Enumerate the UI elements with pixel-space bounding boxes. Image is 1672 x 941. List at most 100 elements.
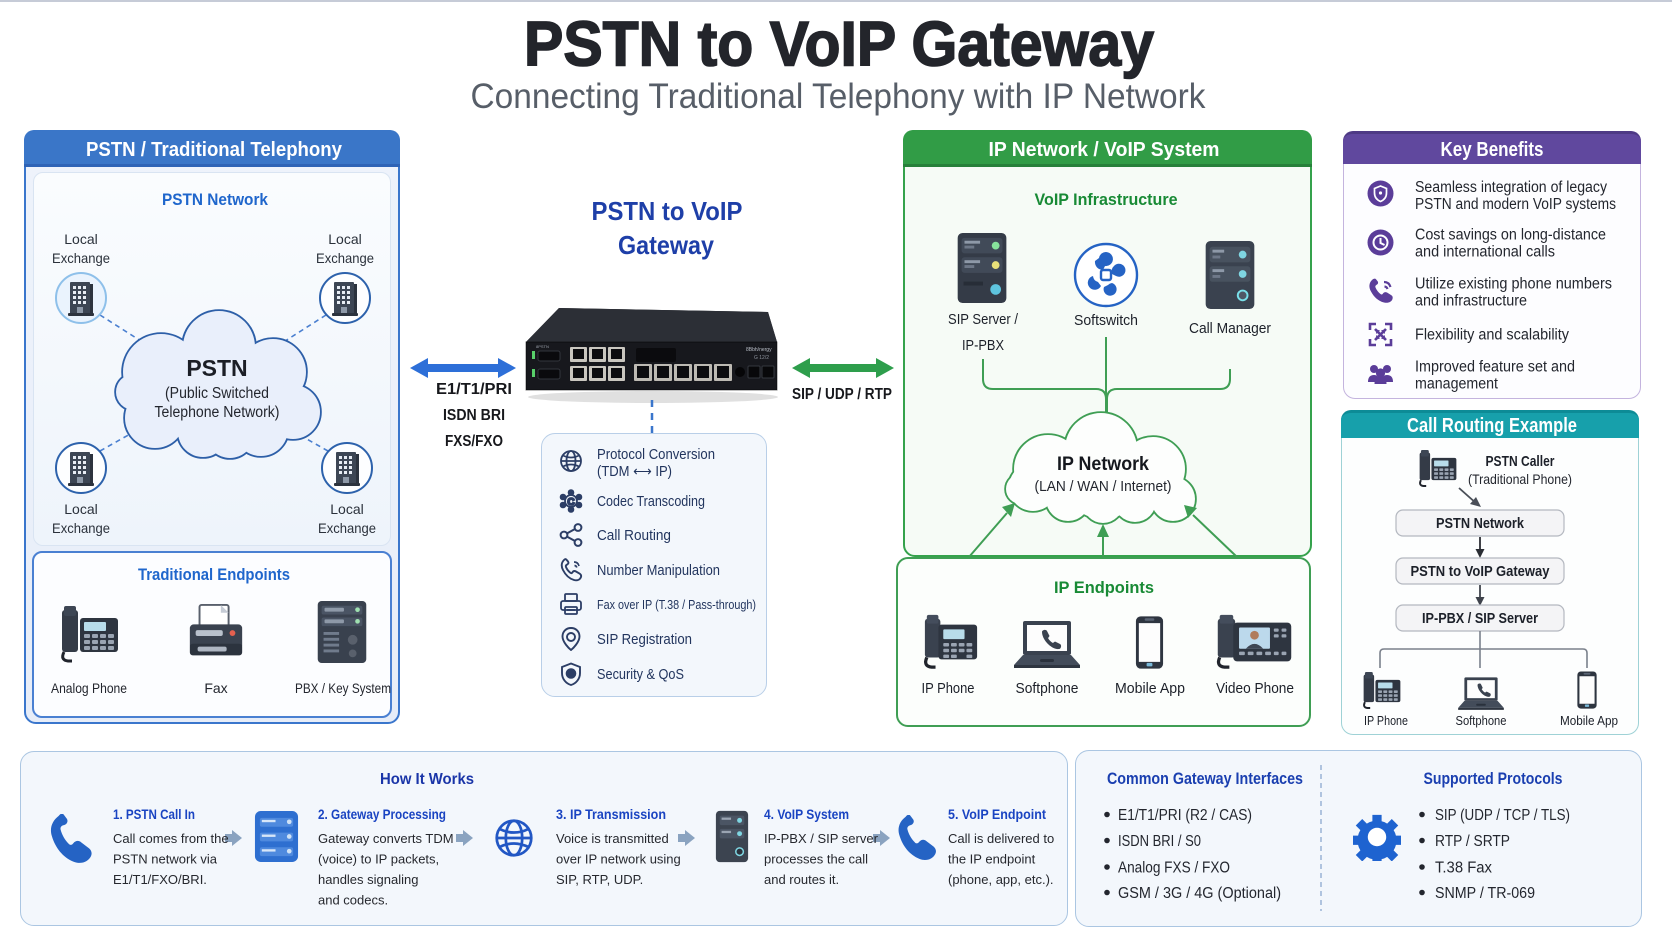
svg-text:E1/T1/PRI: E1/T1/PRI <box>436 381 512 398</box>
svg-text:GSM / 3G / 4G (Optional): GSM / 3G / 4G (Optional) <box>1118 885 1281 902</box>
svg-text:SIP (UDP / TCP / TLS): SIP (UDP / TCP / TLS) <box>1435 807 1570 824</box>
svg-text:Fax over IP (T.38 / Pass-throu: Fax over IP (T.38 / Pass-through) <box>597 598 756 612</box>
svg-text:handles signaling: handles signaling <box>318 872 418 887</box>
svg-text:Mobile App: Mobile App <box>1560 713 1618 728</box>
svg-text:Call Routing Example: Call Routing Example <box>1407 415 1577 437</box>
svg-text:Seamless integration of legacy: Seamless integration of legacy <box>1415 179 1607 196</box>
svg-text:Telephone Network): Telephone Network) <box>155 404 280 421</box>
svg-text:ISDN BRI: ISDN BRI <box>443 407 505 424</box>
svg-text:(voice) to IP packets,: (voice) to IP packets, <box>318 852 439 867</box>
svg-text:PSTN to VoIP Gateway: PSTN to VoIP Gateway <box>524 10 1154 80</box>
svg-text:SNMP / TR-069: SNMP / TR-069 <box>1435 885 1535 902</box>
svg-text:Exchange: Exchange <box>316 250 374 266</box>
svg-text:Softphone: Softphone <box>1456 713 1507 728</box>
svg-text:VoIP Infrastructure: VoIP Infrastructure <box>1035 190 1178 209</box>
svg-text:1. PSTN Call In: 1. PSTN Call In <box>113 806 195 822</box>
svg-text:3. IP Transmission: 3. IP Transmission <box>556 806 666 822</box>
svg-text:Exchange: Exchange <box>318 520 376 536</box>
svg-text:4. VoIP System: 4. VoIP System <box>764 806 849 822</box>
svg-text:RTP / SRTP: RTP / SRTP <box>1435 833 1510 850</box>
svg-text:G 12/2: G 12/2 <box>754 355 769 361</box>
svg-text:IP Network: IP Network <box>1057 454 1149 475</box>
svg-text:Gateway converts TDM: Gateway converts TDM <box>318 831 454 846</box>
svg-text:(Traditional Phone): (Traditional Phone) <box>1468 471 1572 487</box>
svg-text:(LAN / WAN / Internet): (LAN / WAN / Internet) <box>1035 479 1172 495</box>
svg-text:SIP Registration: SIP Registration <box>597 632 692 648</box>
svg-text:PSTN to VoIP: PSTN to VoIP <box>592 196 743 226</box>
svg-text:Fax: Fax <box>204 680 227 696</box>
svg-text:E1/T1/FXO/BRI.: E1/T1/FXO/BRI. <box>113 872 207 887</box>
svg-text:Supported Protocols: Supported Protocols <box>1424 770 1563 788</box>
svg-text:Voice is transmitted: Voice is transmitted <box>556 831 669 846</box>
svg-text:(TDM ⟷ IP): (TDM ⟷ IP) <box>597 464 672 480</box>
svg-text:PSTN Caller: PSTN Caller <box>1486 453 1555 470</box>
svg-text:PSTN network via: PSTN network via <box>113 852 218 867</box>
svg-text:Local: Local <box>64 231 97 247</box>
svg-text:PSTN Network: PSTN Network <box>162 190 268 209</box>
svg-text:How It Works: How It Works <box>380 771 474 788</box>
svg-text:Protocol Conversion: Protocol Conversion <box>597 447 715 463</box>
svg-text:8PSTN: 8PSTN <box>536 344 549 349</box>
svg-text:and international calls: and international calls <box>1415 244 1555 261</box>
svg-text:PSTN to VoIP Gateway: PSTN to VoIP Gateway <box>1411 563 1551 580</box>
svg-text:SIP / UDP / RTP: SIP / UDP / RTP <box>792 386 892 403</box>
svg-text:PSTN: PSTN <box>186 355 247 381</box>
svg-text:Call Manager: Call Manager <box>1189 320 1271 337</box>
svg-text:Local: Local <box>330 501 363 517</box>
svg-text:Improved feature set and: Improved feature set and <box>1415 359 1575 376</box>
svg-text:IP Endpoints: IP Endpoints <box>1054 578 1154 597</box>
svg-text:Cost savings on long-distance: Cost savings on long-distance <box>1415 227 1606 244</box>
svg-text:and codecs.: and codecs. <box>318 893 388 908</box>
svg-text:Softswitch: Softswitch <box>1074 312 1138 329</box>
svg-text:IP Phone: IP Phone <box>922 681 975 697</box>
svg-text:(Public Switched: (Public Switched <box>165 385 269 402</box>
svg-text:2. Gateway Processing: 2. Gateway Processing <box>318 806 446 822</box>
svg-text:PSTN / Traditional Telephony: PSTN / Traditional Telephony <box>86 139 343 161</box>
svg-text:Connecting Traditional Telepho: Connecting Traditional Telephony with IP… <box>471 77 1206 116</box>
svg-text:processes the call: processes the call <box>764 852 868 867</box>
svg-text:Softphone: Softphone <box>1016 681 1079 697</box>
svg-text:and infrastructure: and infrastructure <box>1415 293 1527 310</box>
svg-text:8Bbh/nergy: 8Bbh/nergy <box>746 347 772 353</box>
svg-text:SIP, RTP, UDP.: SIP, RTP, UDP. <box>556 872 643 887</box>
svg-text:Number Manipulation: Number Manipulation <box>597 563 720 579</box>
svg-text:Analog Phone: Analog Phone <box>51 680 127 696</box>
svg-text:IP Network / VoIP System: IP Network / VoIP System <box>989 139 1220 161</box>
svg-text:IP-PBX / SIP server: IP-PBX / SIP server <box>764 831 879 846</box>
svg-text:Call comes from the: Call comes from the <box>113 831 229 846</box>
svg-text:Video Phone: Video Phone <box>1216 681 1294 697</box>
svg-text:Gateway: Gateway <box>618 230 714 260</box>
svg-text:PBX / Key System: PBX / Key System <box>295 680 391 696</box>
svg-text:Key Benefits: Key Benefits <box>1441 139 1544 161</box>
svg-text:Traditional Endpoints: Traditional Endpoints <box>138 565 290 584</box>
svg-text:IP Phone: IP Phone <box>1364 713 1408 728</box>
svg-text:Mobile App: Mobile App <box>1115 681 1185 697</box>
svg-text:PSTN and modern VoIP systems: PSTN and modern VoIP systems <box>1415 196 1616 213</box>
svg-text:FXS/FXO: FXS/FXO <box>445 433 503 450</box>
svg-text:Local: Local <box>64 501 97 517</box>
svg-text:Common Gateway Interfaces: Common Gateway Interfaces <box>1107 770 1303 788</box>
svg-text:Security & QoS: Security & QoS <box>597 667 684 683</box>
svg-text:Codec Transcoding: Codec Transcoding <box>597 494 705 510</box>
svg-text:PSTN Network: PSTN Network <box>1436 515 1525 532</box>
svg-text:T.38 Fax: T.38 Fax <box>1435 860 1492 877</box>
svg-text:Utilize existing phone numbers: Utilize existing phone numbers <box>1415 276 1612 293</box>
svg-text:Call is delivered to: Call is delivered to <box>948 831 1054 846</box>
svg-text:the IP endpoint: the IP endpoint <box>948 852 1036 867</box>
svg-text:E1/T1/PRI (R2 / CAS): E1/T1/PRI (R2 / CAS) <box>1118 807 1252 824</box>
svg-text:IP-PBX: IP-PBX <box>962 337 1004 354</box>
svg-text:SIP Server /: SIP Server / <box>948 311 1019 328</box>
svg-text:management: management <box>1415 376 1499 393</box>
svg-text:5. VoIP Endpoint: 5. VoIP Endpoint <box>948 806 1046 822</box>
svg-text:Local: Local <box>328 231 361 247</box>
svg-text:Analog FXS / FXO: Analog FXS / FXO <box>1118 860 1230 877</box>
svg-text:Call Routing: Call Routing <box>597 528 671 544</box>
svg-text:over IP network using: over IP network using <box>556 852 681 867</box>
svg-text:ISDN BRI / S0: ISDN BRI / S0 <box>1118 833 1201 850</box>
svg-text:Exchange: Exchange <box>52 520 110 536</box>
svg-text:Flexibility and scalability: Flexibility and scalability <box>1415 327 1569 344</box>
svg-text:IP-PBX / SIP Server: IP-PBX / SIP Server <box>1422 610 1538 627</box>
svg-text:Exchange: Exchange <box>52 250 110 266</box>
svg-text:and routes it.: and routes it. <box>764 872 839 887</box>
svg-text:(phone, app, etc.).: (phone, app, etc.). <box>948 872 1054 887</box>
